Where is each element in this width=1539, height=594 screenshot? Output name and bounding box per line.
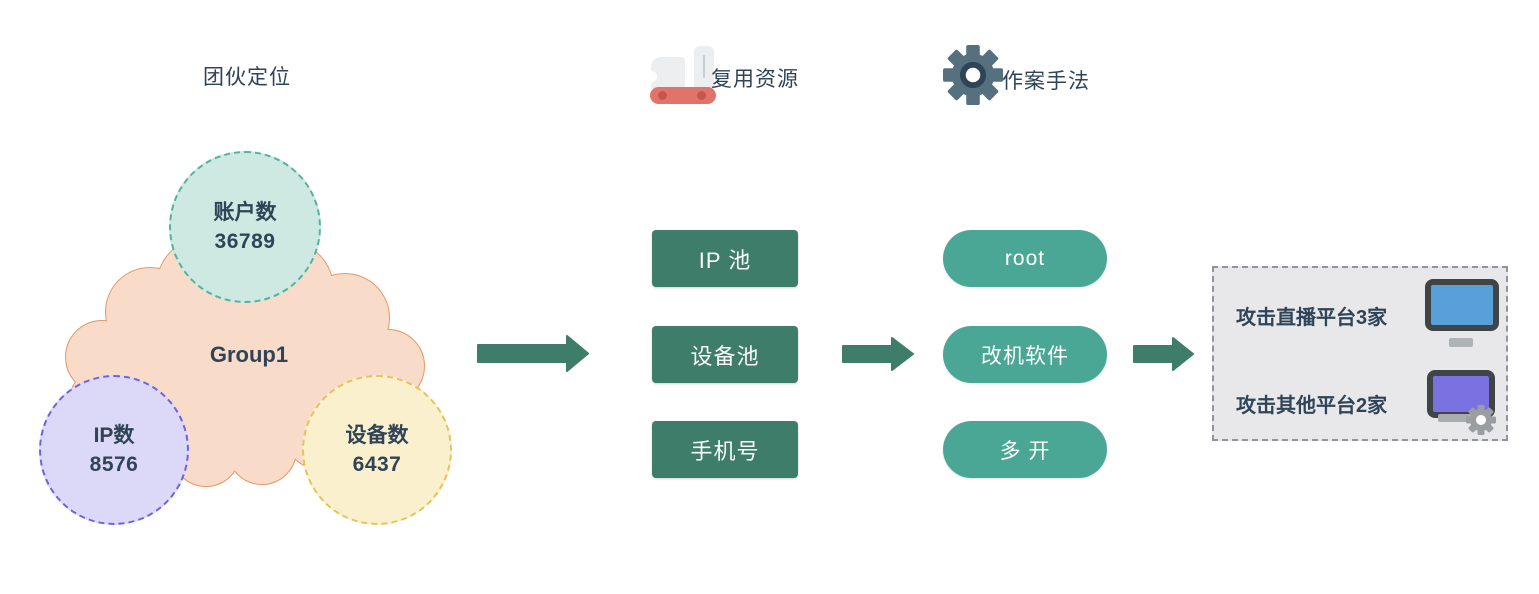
bubble-account-count: 账户数 36789 <box>169 151 321 303</box>
target-row-live-platforms: 攻击直播平台3家 <box>1236 278 1500 352</box>
resource-box-phone-number: 手机号 <box>652 421 798 478</box>
bubble-label: 账户数 <box>213 201 277 224</box>
arrow-methods-to-targets <box>1133 337 1194 371</box>
column-title-group: 团伙定位 <box>203 66 291 89</box>
target-row-other-platforms: 攻击其他平台2家 <box>1236 366 1500 440</box>
method-pill-device-spoofing: 改机软件 <box>943 326 1107 383</box>
method-pill-multi-instance: 多 开 <box>943 421 1107 478</box>
method-pill-root: root <box>943 230 1107 287</box>
arrow-resources-to-methods <box>842 337 914 371</box>
bubble-device-count: 设备数 6437 <box>302 375 452 525</box>
resource-box-device-pool: 设备池 <box>652 326 798 383</box>
bubble-ip-count: IP数 8576 <box>39 375 189 525</box>
gear-icon <box>942 44 1004 106</box>
swiss-army-knife-icon <box>646 44 716 104</box>
arrow-group-to-resources <box>477 335 589 372</box>
knife-blade-right <box>694 46 714 89</box>
bubble-value: 8576 <box>89 453 139 476</box>
column-title-resources: 复用资源 <box>711 68 799 91</box>
target-label: 攻击其他平台2家 <box>1236 394 1388 417</box>
knife-blade-left <box>646 57 685 89</box>
bubble-value: 6437 <box>352 453 402 476</box>
attack-targets-panel: 攻击直播平台3家 攻击其他平台2家 <box>1212 266 1508 441</box>
resource-box-ip-pool: IP 池 <box>652 230 798 287</box>
laptop-gear-icon <box>1427 370 1496 435</box>
bubble-label: IP数 <box>93 424 135 447</box>
target-label: 攻击直播平台3家 <box>1236 306 1388 329</box>
bubble-value: 36789 <box>214 230 276 253</box>
column-title-methods: 作案手法 <box>1002 70 1090 93</box>
desktop-monitor-icon <box>1425 279 1499 347</box>
knife-body <box>650 87 716 104</box>
bubble-label: 设备数 <box>345 424 409 447</box>
group-cloud-label: Group1 <box>209 342 289 367</box>
